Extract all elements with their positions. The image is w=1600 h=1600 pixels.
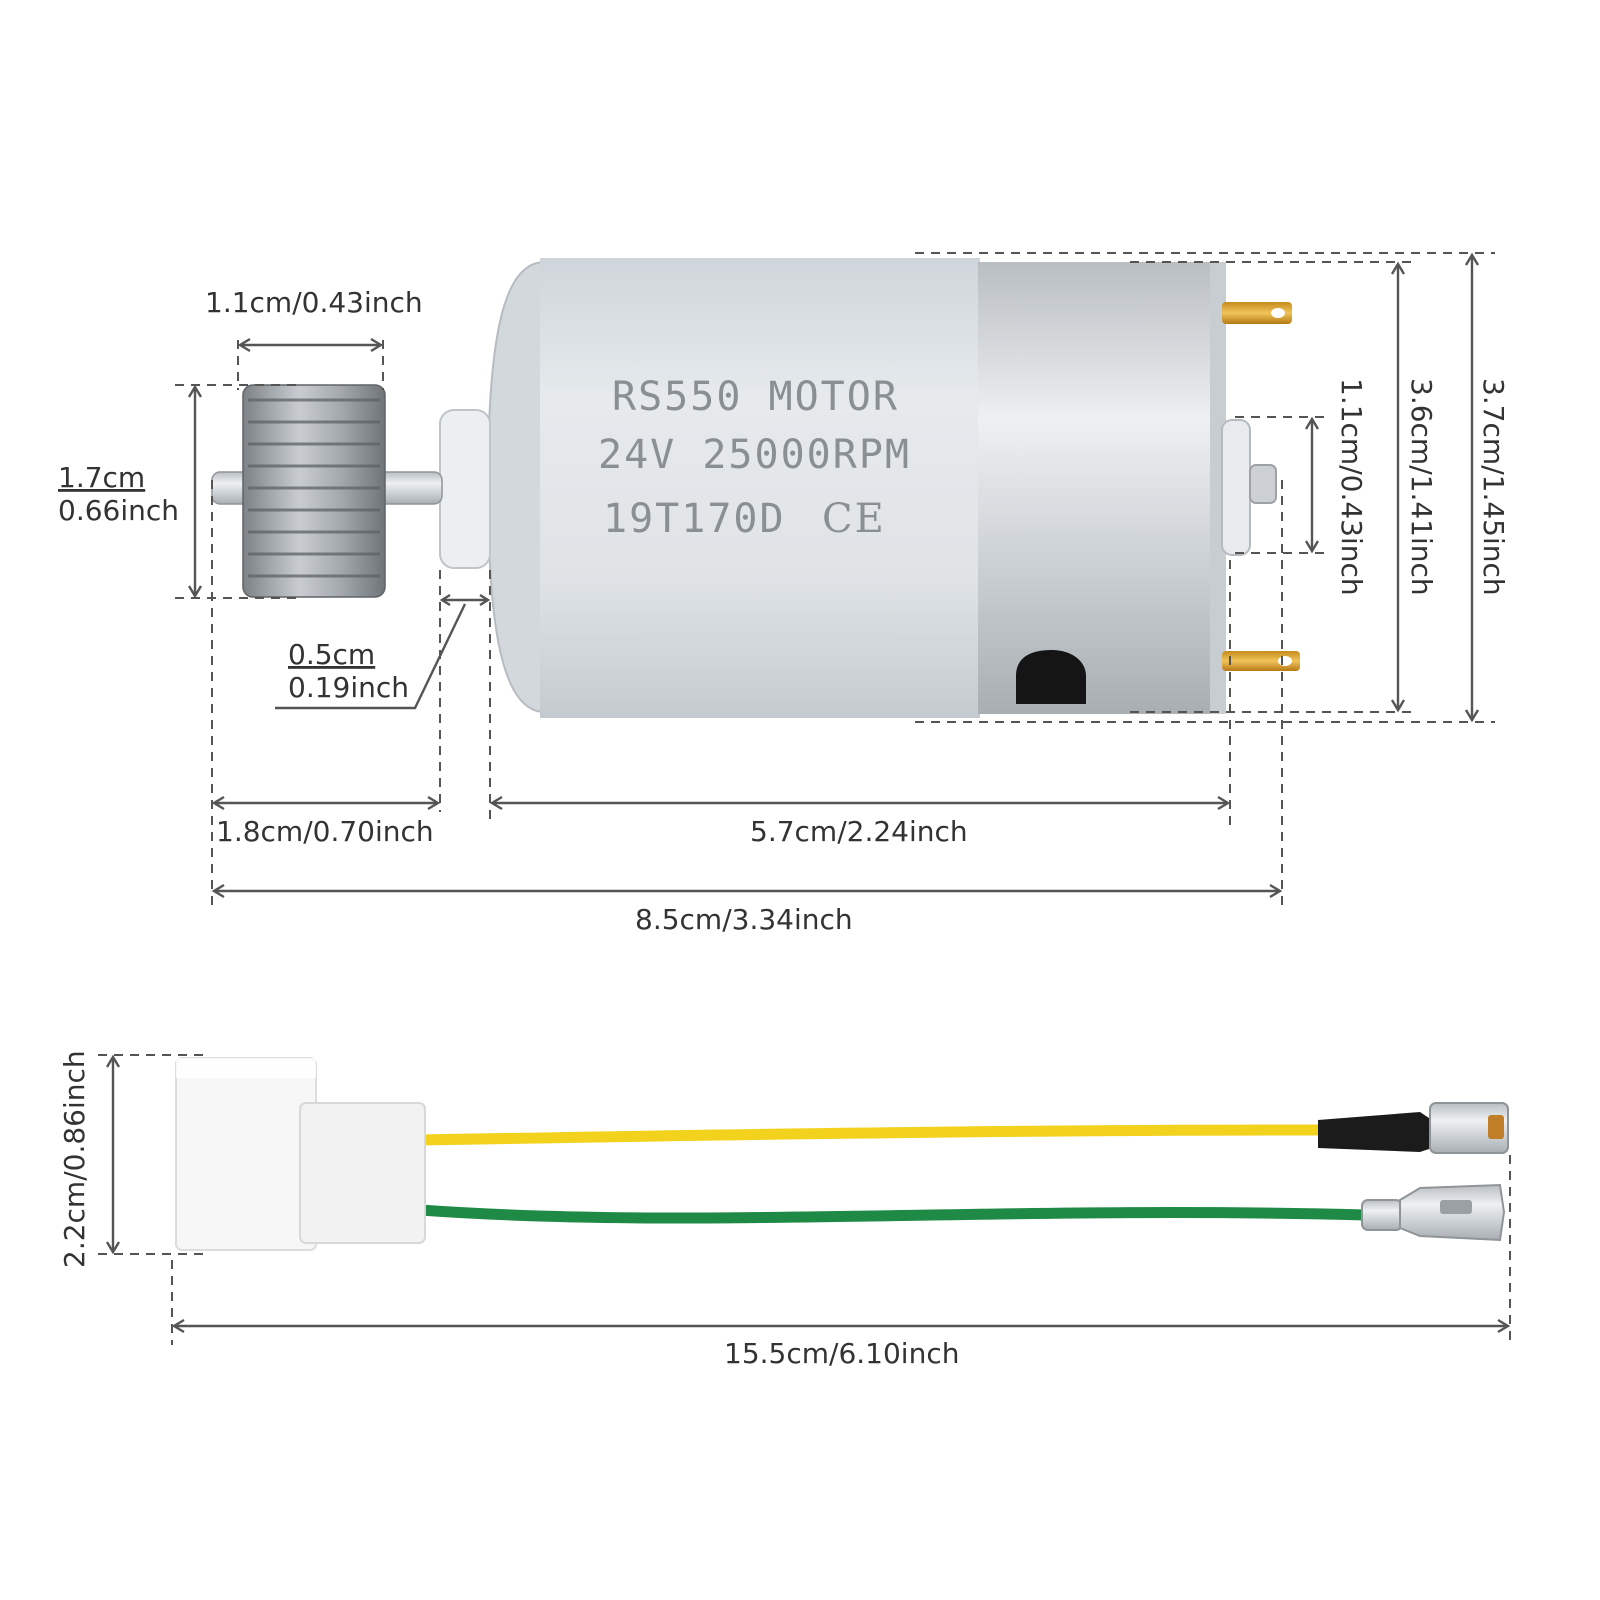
rear-boss-label: 1.1cm/0.43inch (1335, 378, 1368, 596)
motor-model-text: RS550 MOTOR (612, 374, 899, 420)
motor-rating-text: 24V 25000RPM (598, 432, 911, 478)
gear-diameter-cm-label: 1.7cm (58, 461, 145, 494)
body-diameter-label: 3.6cm/1.41inch (1405, 378, 1438, 596)
motor: RS550 MOTOR 24V 25000RPM 19T170D CE (211, 258, 1300, 718)
gear-width-label: 1.1cm/0.43inch (205, 286, 423, 319)
overall-height-label: 3.7cm/1.45inch (1477, 378, 1510, 596)
white-connector (175, 1057, 426, 1251)
ce-mark-icon: CE (822, 496, 886, 542)
total-length-label: 8.5cm/3.34inch (635, 903, 853, 936)
motor-rear-rim (1210, 262, 1226, 714)
motor-front-bushing (439, 409, 491, 569)
motor-vent-slot (1016, 650, 1086, 704)
motor-front-cap (486, 260, 546, 714)
green-wire (414, 1204, 1371, 1224)
connector-height-label: 2.2cm/0.86inch (58, 1050, 91, 1268)
motor-code-text: 19T170D (603, 496, 786, 542)
cable-length-label: 15.5cm/6.10inch (724, 1337, 959, 1370)
yellow-wire-terminal (1318, 1102, 1509, 1154)
shaft-length-label: 1.8cm/0.70inch (216, 815, 434, 848)
gear-diameter-inch-label: 0.66inch (58, 494, 179, 527)
motor-terminal-top (1222, 302, 1292, 324)
pinion-gear (242, 384, 386, 598)
motor-rear-shaft (1249, 464, 1277, 504)
motor-rear-can (978, 262, 1218, 714)
motor-terminal-bottom (1222, 651, 1300, 671)
body-length-label: 5.7cm/2.24inch (750, 815, 968, 848)
motor-label-band (540, 258, 980, 718)
green-wire-terminal (1361, 1183, 1506, 1242)
yellow-wire (414, 1124, 1326, 1146)
bushing-inch-label: 0.19inch (288, 671, 409, 704)
motor-rear-boss (1221, 419, 1251, 556)
motor-dimension-lines (175, 252, 1495, 912)
cable-assembly (175, 1057, 1509, 1251)
cable-dimension-lines (98, 1054, 1511, 1345)
bushing-cm-label: 0.5cm (288, 638, 375, 671)
